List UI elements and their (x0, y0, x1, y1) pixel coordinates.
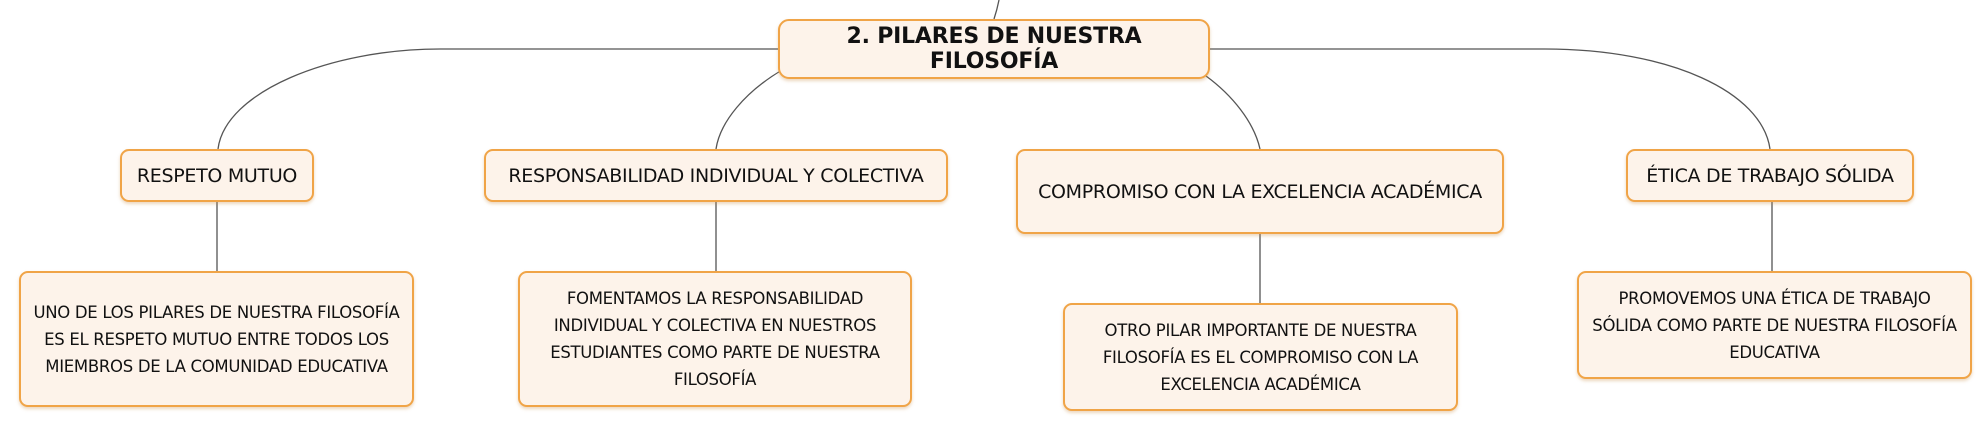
root-topic-node[interactable]: 2. PILARES DE NUESTRA FILOSOFÍA (778, 19, 1210, 79)
connector-root-to-etica (1210, 48, 1771, 150)
connector-from-parent (993, 0, 1000, 20)
description-node-respeto-mutuo[interactable]: UNO DE LOS PILARES DE NUESTRA FILOSOFÍA … (19, 271, 414, 407)
pillar-label: COMPROMISO CON LA EXCELENCIA ACADÉMICA (1038, 180, 1482, 203)
pillar-label: RESPONSABILIDAD INDIVIDUAL Y COLECTIVA (508, 164, 924, 187)
description-text: FOMENTAMOS LA RESPONSABILIDAD INDIVIDUAL… (550, 289, 880, 389)
pillar-label: ÉTICA DE TRABAJO SÓLIDA (1646, 164, 1894, 187)
description-node-responsabilidad[interactable]: FOMENTAMOS LA RESPONSABILIDAD INDIVIDUAL… (518, 271, 912, 407)
description-text: UNO DE LOS PILARES DE NUESTRA FILOSOFÍA … (33, 302, 400, 376)
pillar-node-respeto-mutuo[interactable]: RESPETO MUTUO (120, 149, 314, 202)
description-text: PROMOVEMOS UNA ÉTICA DE TRABAJO SÓLIDA C… (1592, 288, 1957, 362)
pillar-label: RESPETO MUTUO (136, 164, 298, 187)
description-node-compromiso[interactable]: OTRO PILAR IMPORTANTE DE NUESTRA FILOSOF… (1063, 303, 1458, 411)
pillar-node-etica[interactable]: ÉTICA DE TRABAJO SÓLIDA (1626, 149, 1914, 202)
description-text: OTRO PILAR IMPORTANTE DE NUESTRA FILOSOF… (1102, 320, 1419, 394)
connector-root-to-responsabilidad (715, 69, 783, 150)
root-topic-label: 2. PILARES DE NUESTRA FILOSOFÍA (846, 24, 1142, 74)
connector-root-to-compromiso (1205, 75, 1261, 150)
connector-root-to-respeto-mutuo (217, 48, 778, 150)
description-node-etica[interactable]: PROMOVEMOS UNA ÉTICA DE TRABAJO SÓLIDA C… (1577, 271, 1972, 379)
pillar-node-responsabilidad[interactable]: RESPONSABILIDAD INDIVIDUAL Y COLECTIVA (484, 149, 948, 202)
pillar-node-compromiso[interactable]: COMPROMISO CON LA EXCELENCIA ACADÉMICA (1016, 149, 1504, 234)
